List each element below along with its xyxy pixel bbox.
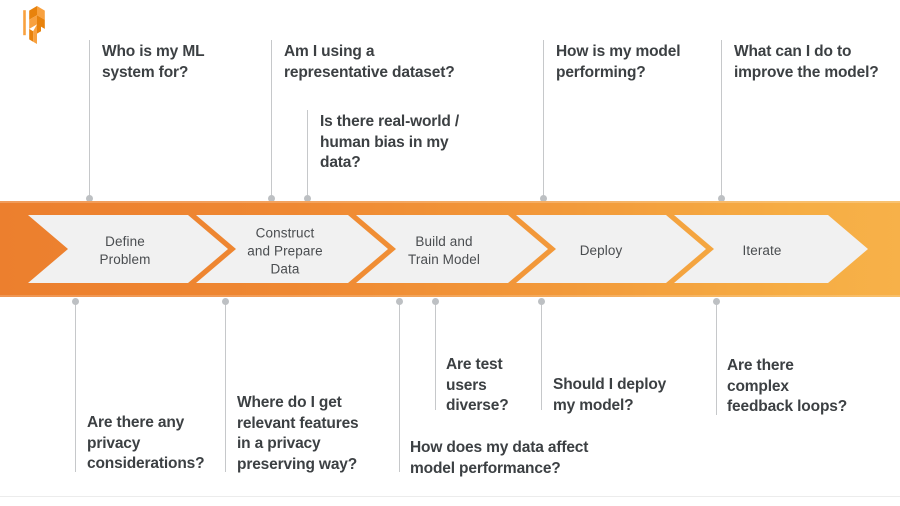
bottom-divider xyxy=(0,496,900,497)
tensorflow-logo-icon xyxy=(20,6,54,44)
connector-leader xyxy=(268,40,275,202)
connector-leader xyxy=(222,298,229,472)
question-where-do-i-get-relevant-features-in-a-privacy-preserving-way: Where do I get relevant features in a pr… xyxy=(237,394,359,473)
question-how-does-my-data-affect-model-performance: How does my data affect model performanc… xyxy=(410,439,589,477)
question-is-there-real-world-human-bias-in-my-data: Is there real-world / human bias in my d… xyxy=(320,113,459,172)
connector-dot xyxy=(540,195,547,202)
question-who-is-my-ml-system-for: Who is my ML system for? xyxy=(102,43,205,81)
connector-dot xyxy=(86,195,93,202)
connector-leader xyxy=(718,40,725,202)
connector-leader xyxy=(396,298,403,472)
connector-dot xyxy=(268,195,275,202)
step-label-define-problem[interactable]: Define Problem xyxy=(99,234,151,267)
connector-leader xyxy=(432,298,439,410)
connector-dot xyxy=(432,298,439,305)
question-how-is-my-model-performing: How is my model performing? xyxy=(556,43,681,81)
question-are-test-users-diverse: Are test users diverse? xyxy=(446,356,509,415)
connector-dot xyxy=(304,195,311,202)
connector-leader xyxy=(538,298,545,410)
connector-dot xyxy=(72,298,79,305)
connector-leader xyxy=(72,298,79,472)
banner-bottom-highlight xyxy=(0,295,900,297)
connector-dot xyxy=(713,298,720,305)
chevron-steps-icon xyxy=(28,215,868,283)
connector-dot xyxy=(718,195,725,202)
step-label-construct-prepare-data[interactable]: Construct and Prepare Data xyxy=(247,225,323,276)
connector-leader xyxy=(86,40,93,202)
connector-leader xyxy=(713,298,720,415)
question-what-can-i-do-to-improve-the-model: What can I do to improve the model? xyxy=(734,43,879,81)
question-are-there-complex-feedback-loops: Are there complex feedback loops? xyxy=(727,357,848,416)
connector-leader xyxy=(540,40,547,202)
question-are-there-any-privacy-considerations: Are there any privacy considerations? xyxy=(87,414,205,473)
step-label-build-train-model[interactable]: Build and Train Model xyxy=(408,234,480,267)
step-label-deploy[interactable]: Deploy xyxy=(579,243,623,259)
question-am-i-using-a-representative-dataset: Am I using a representative dataset? xyxy=(284,43,455,81)
connector-dot xyxy=(222,298,229,305)
connector-leader xyxy=(304,110,311,202)
connector-dot xyxy=(396,298,403,305)
ml-workflow-banner: Define Problem Construct and Prepare Data… xyxy=(0,201,900,297)
step-label-iterate[interactable]: Iterate xyxy=(742,243,782,259)
question-should-i-deploy-my-model: Should I deploy my model? xyxy=(553,376,667,414)
banner-top-highlight xyxy=(0,201,900,203)
connector-dot xyxy=(538,298,545,305)
